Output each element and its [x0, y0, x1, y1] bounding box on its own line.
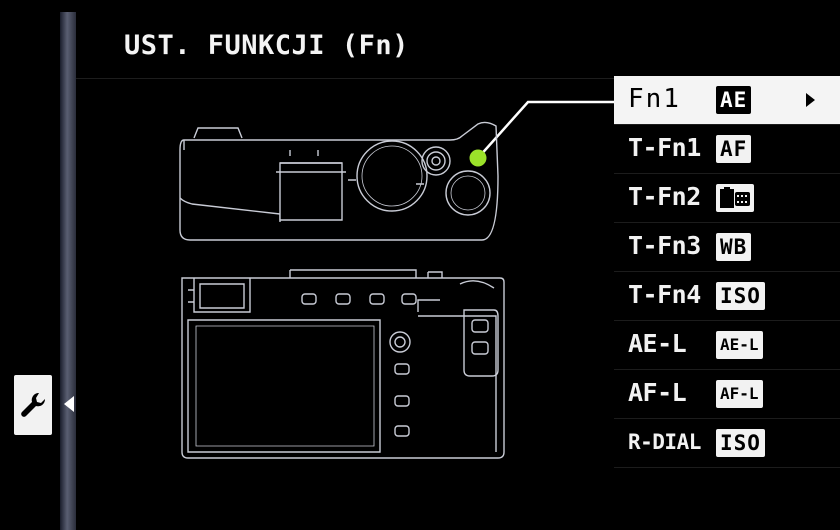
- fn1-indicator-dot: [469, 149, 487, 167]
- camera-diagram: [179, 100, 614, 459]
- setup-tab[interactable]: [14, 375, 52, 435]
- menu-item-ae-l[interactable]: AE-L AE-L: [614, 321, 840, 370]
- function-menu: Fn1 AE T-Fn1 AF T-Fn2: [614, 76, 840, 468]
- menu-item-t-fn4[interactable]: T-Fn4 ISO: [614, 272, 840, 321]
- menu-item-fn1[interactable]: Fn1 AE: [614, 76, 840, 125]
- chevron-right-icon: [806, 93, 815, 107]
- menu-item-label: R-DIAL: [628, 430, 701, 454]
- caret-left-icon: [64, 396, 74, 412]
- menu-item-label: Fn1: [628, 84, 681, 114]
- left-scroll-bar: [60, 12, 76, 530]
- menu-item-value: ISO: [716, 429, 765, 457]
- menu-item-r-dial[interactable]: R-DIAL ISO: [614, 419, 840, 468]
- film-simulation-icon: [716, 184, 754, 212]
- menu-item-value: AE-L: [716, 331, 763, 359]
- camera-top-view: [179, 121, 499, 241]
- menu-item-value: WB: [716, 233, 752, 261]
- menu-item-label: AF-L: [628, 378, 687, 407]
- wrench-icon: [21, 392, 46, 417]
- menu-item-t-fn3[interactable]: T-Fn3 WB: [614, 223, 840, 272]
- menu-item-value: AE: [716, 86, 752, 114]
- menu-item-label: T-Fn1: [628, 133, 701, 162]
- connector-line: [477, 100, 614, 159]
- menu-item-value: AF: [716, 135, 752, 163]
- menu-item-label: T-Fn4: [628, 280, 701, 309]
- header-divider: [76, 78, 616, 79]
- menu-item-t-fn2[interactable]: T-Fn2: [614, 174, 840, 223]
- camera-rear-view: [181, 269, 505, 459]
- menu-item-t-fn1[interactable]: T-Fn1 AF: [614, 125, 840, 174]
- menu-item-value: AF-L: [716, 380, 763, 408]
- menu-item-af-l[interactable]: AF-L AF-L: [614, 370, 840, 419]
- menu-item-label: T-Fn3: [628, 231, 701, 260]
- menu-item-label: T-Fn2: [628, 182, 701, 211]
- page-title: UST. FUNKCJI (Fn): [124, 30, 409, 61]
- header: UST. FUNKCJI (Fn): [76, 12, 840, 74]
- menu-item-value: ISO: [716, 282, 765, 310]
- menu-item-label: AE-L: [628, 329, 687, 358]
